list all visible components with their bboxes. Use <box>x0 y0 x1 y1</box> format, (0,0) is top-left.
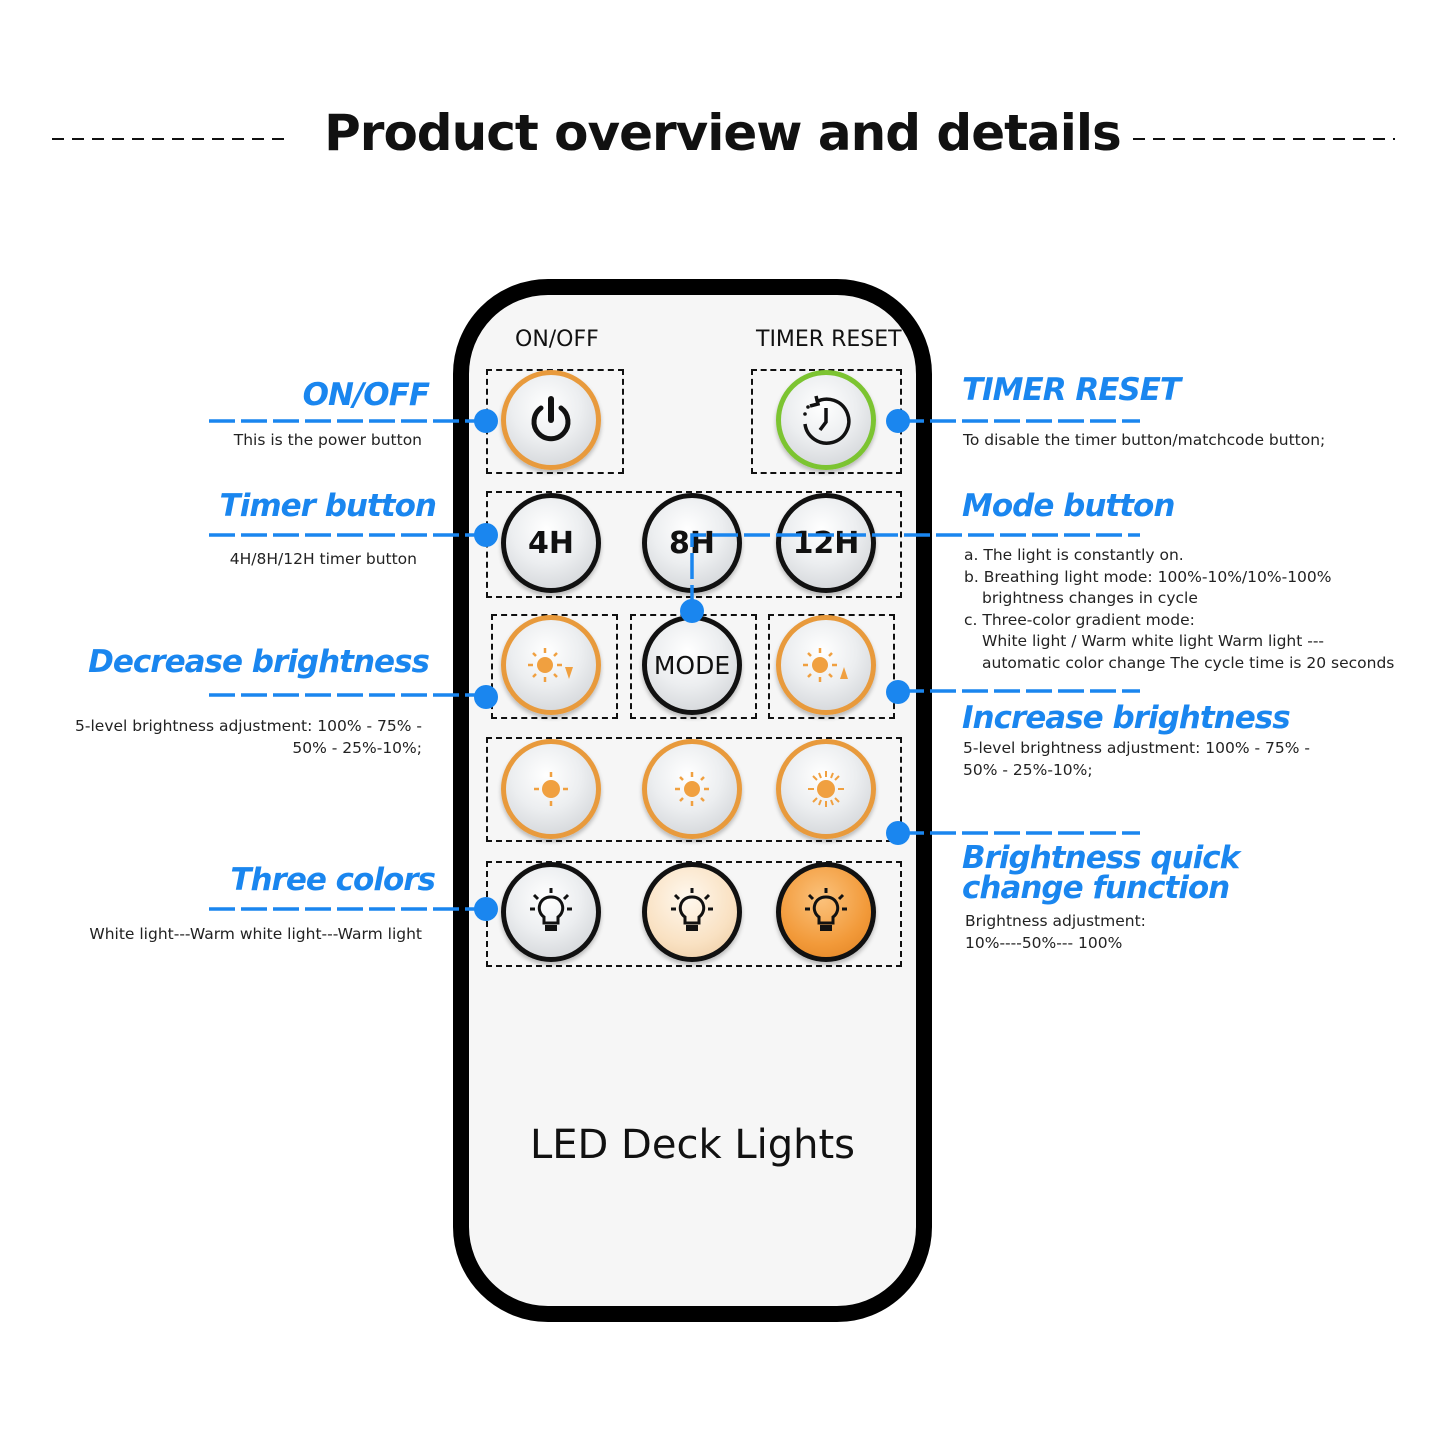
sun-large-icon <box>808 771 844 807</box>
timer-reset-icon <box>803 395 851 445</box>
desc-line: c. Three-color gradient mode: <box>964 610 1195 629</box>
timer-reset-button[interactable] <box>776 370 876 470</box>
bulb-icon <box>805 888 847 931</box>
white-light-button[interactable] <box>501 862 601 962</box>
decrease-brightness-button[interactable] <box>501 615 601 715</box>
heading-line: Brightness quick <box>962 840 1240 876</box>
mode-desc: a. The light is constantly on. b. Breath… <box>964 545 1394 674</box>
quick-desc: Brightness adjustment: 10%----50%--- 100… <box>965 911 1146 954</box>
quick-brightness-group-box <box>486 737 902 842</box>
timer-button-desc: 4H/8H/12H timer button <box>229 550 417 568</box>
desc-line: automatic color change The cycle time is… <box>982 653 1395 672</box>
warm-light-button[interactable] <box>776 862 876 962</box>
decrease-heading: Decrease brightness <box>88 644 430 680</box>
sun-down-icon <box>528 648 573 682</box>
desc-line: brightness changes in cycle <box>982 589 1198 607</box>
callout-dot <box>474 685 498 709</box>
power-icon <box>531 396 571 442</box>
desc-line: a. The light is constantly on. <box>964 546 1184 564</box>
sun-small-icon <box>534 772 568 806</box>
timer-reset-label: TIMER RESET <box>756 327 902 352</box>
timer-button-heading: Timer button <box>219 488 437 524</box>
desc-line: 50% - 25%-10%; <box>963 760 1093 779</box>
callout-dot <box>474 409 498 433</box>
warm-white-light-button[interactable] <box>642 862 742 962</box>
three-colors-heading: Three colors <box>230 862 436 898</box>
desc-line: 50% - 25%-10%; <box>292 738 422 757</box>
timer-12h-button[interactable]: 12H <box>776 493 876 593</box>
page-title: Product overview and details <box>324 104 1122 162</box>
timer-4h-button[interactable]: 4H <box>501 493 601 593</box>
title-dividers <box>52 138 1395 140</box>
quick-heading: Brightness quick change function <box>962 840 1240 906</box>
bulb-icon <box>530 888 572 931</box>
timer-reset-desc: To disable the timer button/matchcode bu… <box>963 431 1326 449</box>
decrease-desc: 5-level brightness adjustment: 100% - 75… <box>75 716 422 759</box>
timer-reset-heading: TIMER RESET <box>962 372 1181 408</box>
sun-medium-icon <box>675 772 709 806</box>
callout-dot <box>886 680 910 704</box>
callout-dot <box>680 599 704 623</box>
increase-heading: Increase brightness <box>962 700 1291 736</box>
on-off-desc: This is the power button <box>233 431 422 449</box>
mode-leader <box>690 533 1140 611</box>
callout-dot <box>474 897 498 921</box>
brand-label: LED Deck Lights <box>529 1122 856 1168</box>
brightness-50-button[interactable] <box>642 739 742 839</box>
sun-up-icon <box>803 648 848 682</box>
desc-line: b. Breathing light mode: 100%-10%/10%-10… <box>964 567 1332 586</box>
on-off-heading: ON/OFF <box>302 377 430 413</box>
desc-line: 5-level brightness adjustment: 100% - 75… <box>963 739 1310 757</box>
increase-brightness-button[interactable] <box>776 615 876 715</box>
increase-desc: 5-level brightness adjustment: 100% - 75… <box>963 738 1310 781</box>
callout-dot <box>886 821 910 845</box>
callout-dot <box>474 523 498 547</box>
desc-line: White light / Warm white light Warm ligh… <box>982 632 1325 650</box>
desc-line: 10%----50%--- 100% <box>965 933 1123 952</box>
bulb-icon <box>671 888 713 931</box>
brightness-10-button[interactable] <box>501 739 601 839</box>
on-off-label: ON/OFF <box>515 327 599 352</box>
brightness-100-button[interactable] <box>776 739 876 839</box>
mode-heading: Mode button <box>962 488 1175 524</box>
desc-line: Brightness adjustment: <box>965 912 1146 930</box>
desc-line: 5-level brightness adjustment: 100% - 75… <box>75 717 422 735</box>
callout-dot <box>886 409 910 433</box>
heading-line: change function <box>962 870 1230 906</box>
power-button[interactable] <box>501 370 601 470</box>
three-colors-desc: White light---Warm white light---Warm li… <box>89 925 422 943</box>
